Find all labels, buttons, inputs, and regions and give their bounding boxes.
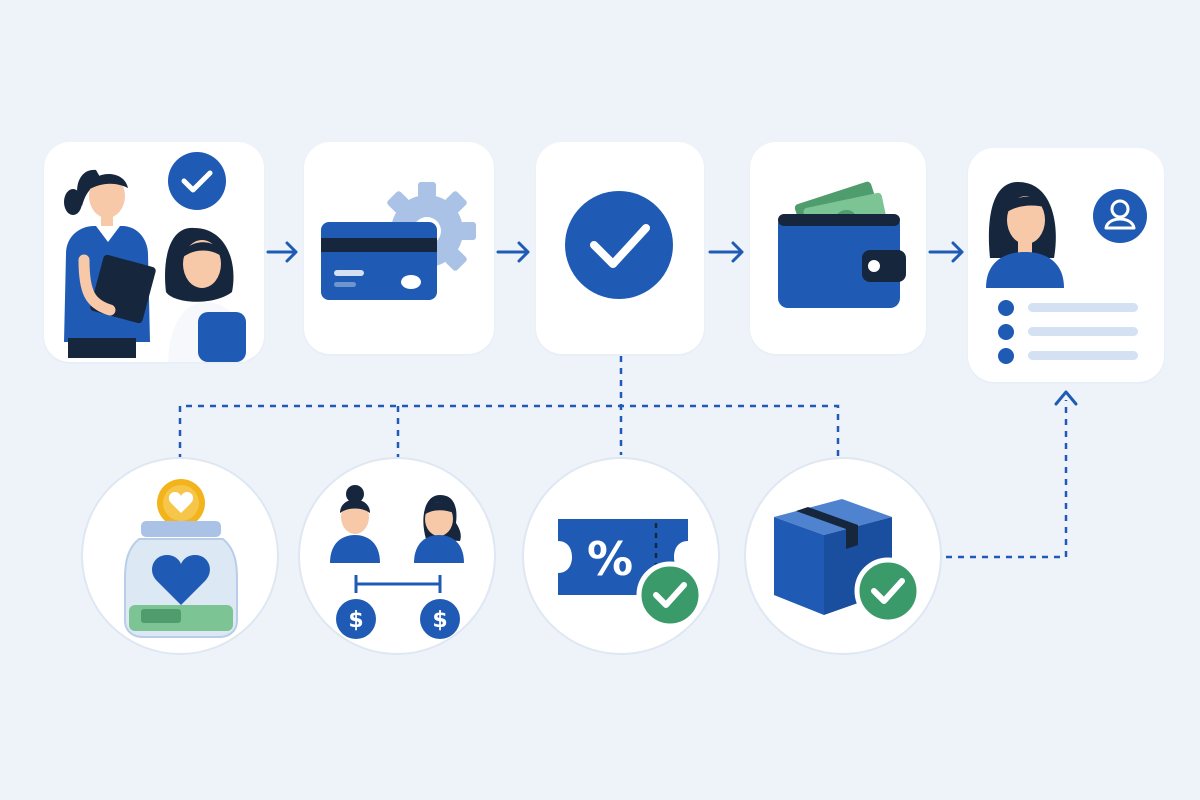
step-card-3 xyxy=(536,142,704,354)
gold-coin-heart-icon xyxy=(157,479,205,527)
flow-arrows xyxy=(266,241,964,263)
heart-icon xyxy=(152,555,210,605)
branch-bus-line xyxy=(178,404,840,460)
branch-circle-package xyxy=(744,457,942,655)
arrow-step-1-to-2 xyxy=(266,241,298,263)
credit-card-icon xyxy=(321,222,437,300)
arrow-step-2-to-3 xyxy=(496,241,530,263)
branch-circle-discount: % xyxy=(522,457,720,655)
wallet-payout-icon xyxy=(778,181,906,308)
customer-profile-icon xyxy=(986,182,1147,364)
return-line-to-profile xyxy=(946,400,1068,559)
discount-coupon-icon: % xyxy=(558,519,704,629)
arrow-step-3-to-4 xyxy=(708,241,744,263)
branch-circle-split-payment: $ $ xyxy=(298,457,496,655)
step-card-1 xyxy=(44,142,264,362)
step-card-4 xyxy=(750,142,926,354)
profile-avatar-icon xyxy=(986,182,1064,288)
staff-person-icon xyxy=(64,169,156,358)
arrow-step-4-to-5 xyxy=(928,241,964,263)
profile-detail-list xyxy=(998,300,1138,364)
percent-label: % xyxy=(587,532,633,586)
person-right-icon xyxy=(414,495,464,563)
dollar-label-right: $ xyxy=(432,608,447,633)
success-check-icon xyxy=(636,561,704,629)
step-card-5 xyxy=(968,148,1164,382)
check-badge-icon xyxy=(168,152,226,210)
customer-person-icon xyxy=(165,227,246,362)
user-badge-icon xyxy=(1093,189,1147,243)
approval-check-icon xyxy=(565,191,673,299)
donation-jar-icon xyxy=(124,479,238,638)
step-card-2 xyxy=(304,142,494,354)
wallet-icon xyxy=(778,214,906,308)
split-connector xyxy=(354,575,442,593)
dollar-label-left: $ xyxy=(348,608,363,633)
staff-assisting-customer-icon xyxy=(64,152,246,362)
return-arrow-head xyxy=(1054,390,1078,406)
package-delivery-icon xyxy=(774,499,922,625)
person-left-icon xyxy=(330,485,380,563)
dollar-coin-left-icon xyxy=(336,599,376,639)
dollar-coin-right-icon xyxy=(420,599,460,639)
success-check-icon xyxy=(854,557,922,625)
card-processing-icon xyxy=(321,182,476,300)
branch-circle-donation xyxy=(81,457,279,655)
split-payment-icon: $ $ xyxy=(330,485,464,639)
branch-dashed-lines xyxy=(178,356,1068,559)
